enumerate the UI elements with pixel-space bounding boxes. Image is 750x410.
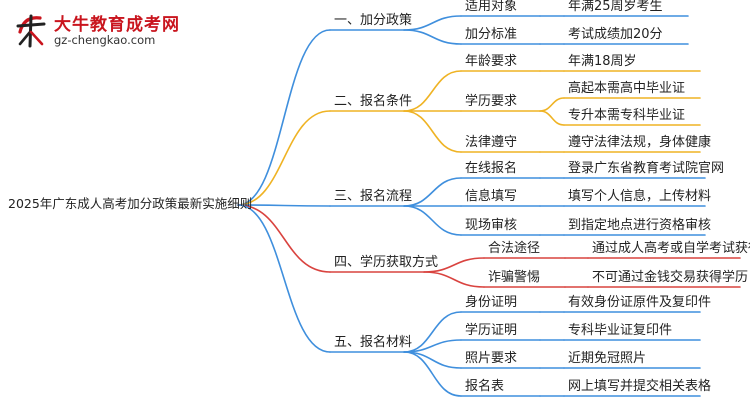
sub-label-1-1: 适用对象 [465,0,518,14]
branch-label-1: 一、加分政策 [334,13,413,28]
logo-mark-icon [16,14,46,48]
branch-connector-4 [237,204,331,273]
sub-label-1-2: 加分标准 [465,27,518,42]
leaf-label-1-1-1: 年满25周岁考生 [568,0,663,14]
branch-connector-5 [237,204,331,353]
leaf-label-2-1-1: 年满18周岁 [568,54,637,69]
leaf-label-5-2-1: 专科毕业证复印件 [568,323,673,338]
sub-label-3-1: 在线报名 [465,161,518,176]
sub-connector-4-2 [423,271,485,288]
leaf-connector-2-2-2 [539,110,565,126]
branch-label-2: 二、报名条件 [334,94,413,109]
sub-label-4-1: 合法途径 [488,241,541,256]
sub-label-2-3: 法律遵守 [465,135,518,150]
leaf-label-3-3-1: 到指定地点进行资格审核 [568,218,712,233]
leaf-label-5-4-1: 网上填写并提交相关表格 [568,379,712,394]
branch-label-3: 三、报名流程 [334,189,413,204]
sub-label-5-3: 照片要求 [465,351,518,366]
branch-connector-1 [237,29,331,206]
leaf-label-3-1-1: 登录广东省教育考试院官网 [568,161,725,176]
sub-label-3-3: 现场审核 [465,218,518,233]
root-topic-label: 2025年广东成人高考加分政策最新实施细则 [8,196,253,211]
sub-connector-1-2 [403,29,462,45]
leaf-label-5-3-1: 近期免冠照片 [568,351,647,366]
leaf-label-4-2-1: 不可通过金钱交易获得学历 [592,270,749,285]
sub-connector-1-1 [403,15,462,31]
leaf-label-5-1-1: 有效身份证原件及复印件 [568,295,712,310]
sub-label-4-2: 诈骗警惕 [488,270,541,285]
sub-connector-3-1 [403,177,462,207]
leaf-label-3-2-1: 填写个人信息，上传材料 [568,189,712,204]
leaf-label-4-1-1: 通过成人高考或自学考试获得 [592,241,750,256]
logo-url: gz-chengkao.com [54,33,156,47]
sub-connector-3-3 [403,205,462,236]
sub-label-5-2: 学历证明 [465,323,518,338]
sub-label-2-2: 学历要求 [465,94,518,109]
sub-label-5-4: 报名表 [465,379,505,394]
sub-label-2-1: 年龄要求 [465,54,518,69]
leaf-connector-2-2-1 [539,97,565,112]
leaf-label-1-2-1: 考试成绩加20分 [568,27,663,42]
sub-label-5-1: 身份证明 [465,295,518,310]
leaf-label-2-2-2: 专升本需专科毕业证 [568,108,686,123]
sub-connector-2-1 [403,70,462,112]
branch-label-5: 五、报名材料 [334,335,413,350]
logo-title: 大牛教育成考网 [54,15,180,35]
branch-label-4: 四、学历获取方式 [334,255,439,270]
sub-connector-5-4 [403,351,462,397]
branch-connector-3 [237,204,331,207]
site-logo: 大牛教育成考网 gz-chengkao.com [6,8,181,54]
leaf-label-2-2-1: 高起本需高中毕业证 [568,81,686,96]
sub-label-3-2: 信息填写 [465,189,518,204]
leaf-label-2-3-1: 遵守法律法规，身体健康 [568,135,712,150]
sub-connector-2-3 [403,110,462,153]
branch-connector-2 [237,110,331,206]
